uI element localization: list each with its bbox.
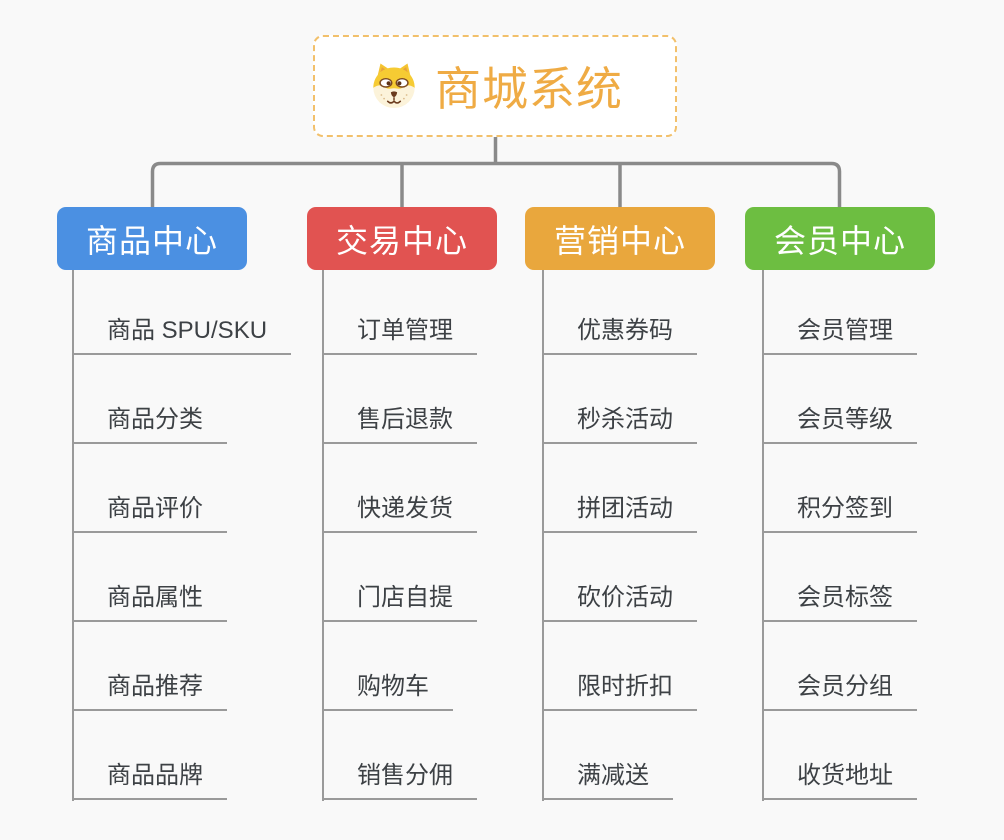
leaf-node[interactable]: 收货地址 [763, 760, 917, 800]
root-node-label: 商城系统 [435, 63, 623, 115]
leaf-node[interactable]: 会员等级 [763, 404, 917, 444]
branch-node-marketing-center[interactable]: 营销中心 [525, 207, 715, 270]
leaf-node[interactable]: 会员管理 [763, 315, 917, 355]
leaf-node[interactable]: 会员标签 [763, 582, 917, 622]
dog-face-icon [373, 63, 415, 109]
leaf-node[interactable]: 秒杀活动 [543, 404, 697, 444]
leaf-node[interactable]: 快递发货 [323, 493, 477, 533]
leaf-node[interactable]: 砍价活动 [543, 582, 697, 622]
leaf-node[interactable]: 优惠券码 [543, 315, 697, 355]
branch-label: 会员中心 [773, 222, 906, 259]
branch-node-product-center[interactable]: 商品中心 [57, 207, 247, 270]
leaf-node[interactable]: 销售分佣 [323, 760, 477, 800]
leaf-node[interactable]: 会员分组 [763, 671, 917, 711]
leaf-node[interactable]: 商品 SPU/SKU [73, 315, 292, 355]
root-node[interactable]: 商城系统 [313, 35, 677, 137]
leaf-node[interactable]: 商品评价 [73, 493, 227, 533]
leaf-node[interactable]: 限时折扣 [543, 671, 697, 711]
branch-label: 营销中心 [553, 222, 686, 259]
leaf-node[interactable]: 商品属性 [73, 582, 227, 622]
leaf-node[interactable]: 门店自提 [323, 582, 477, 622]
leaf-node[interactable]: 订单管理 [323, 315, 477, 355]
branch-label: 交易中心 [335, 222, 468, 259]
leaf-node[interactable]: 商品推荐 [73, 671, 227, 711]
branch-node-trade-center[interactable]: 交易中心 [307, 207, 497, 270]
leaf-node[interactable]: 拼团活动 [543, 493, 697, 533]
leaf-node[interactable]: 满减送 [543, 760, 673, 800]
leaf-node[interactable]: 购物车 [323, 671, 453, 711]
branch-label: 商品中心 [85, 222, 218, 259]
branch-node-member-center[interactable]: 会员中心 [745, 207, 935, 270]
leaf-node[interactable]: 售后退款 [323, 404, 477, 444]
leaf-node[interactable]: 商品品牌 [73, 760, 227, 800]
leaf-node[interactable]: 积分签到 [763, 493, 917, 533]
leaf-node[interactable]: 商品分类 [73, 404, 227, 444]
